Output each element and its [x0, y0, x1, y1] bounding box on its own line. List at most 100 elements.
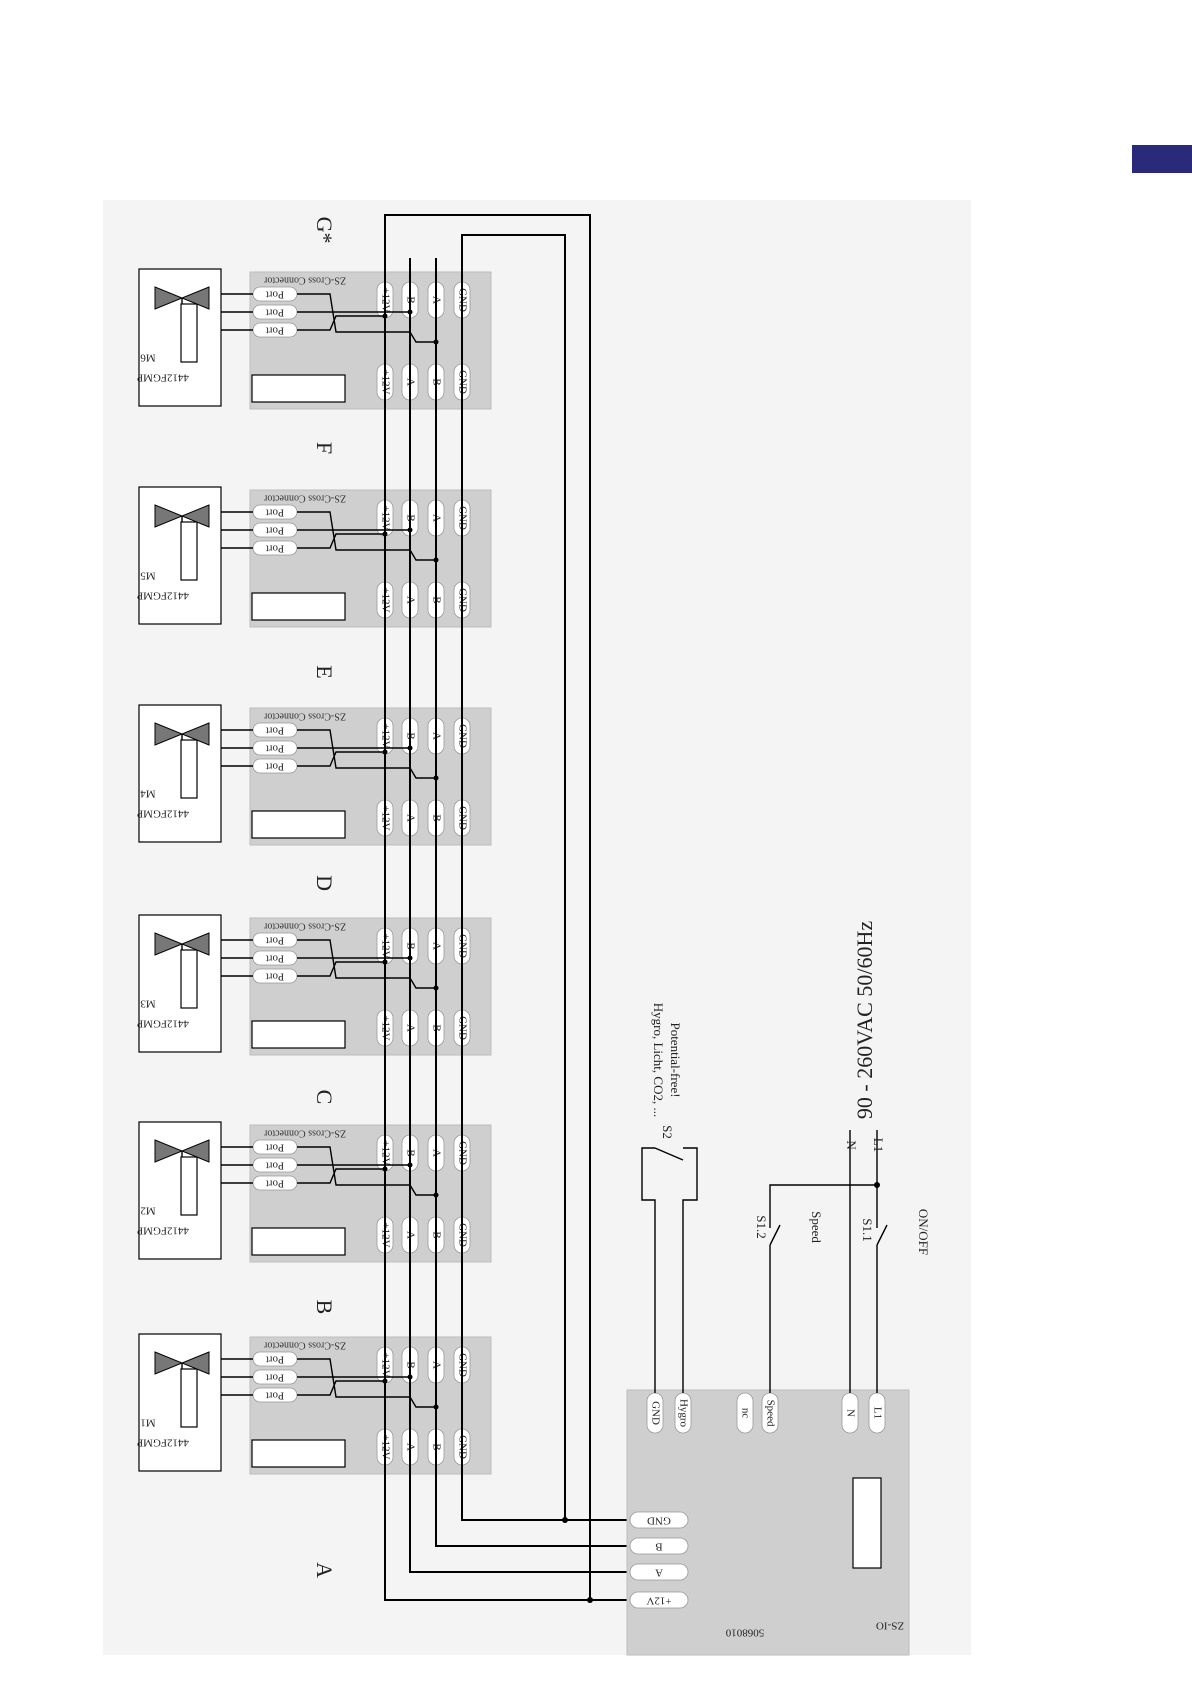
valve-shape [154, 722, 184, 746]
n-label: N [844, 1140, 859, 1150]
section-letter-g*: G* [312, 217, 337, 244]
junction-dot [874, 1182, 880, 1188]
connector-title: ZS-Cross Connector [263, 921, 346, 932]
s2-wire [641, 1147, 656, 1393]
valve-shape [154, 504, 184, 528]
port-label: Port [266, 524, 284, 536]
motor-name: M6 [140, 351, 156, 363]
valve-shape [180, 1351, 210, 1375]
motor-coil [180, 1156, 198, 1216]
motor-name: M4 [140, 787, 156, 799]
controller-bus-label: +12V [646, 1594, 671, 1606]
bus-to-controller [409, 1475, 627, 1573]
s11-contact [876, 1224, 888, 1246]
port-bus-wire [297, 961, 385, 977]
controller-top-label: L1 [871, 1407, 883, 1419]
section-letter-e: E [312, 665, 337, 678]
controller-bus-label: A [655, 1566, 663, 1578]
port-bus-wire [297, 751, 385, 767]
port-bus-wire [297, 1168, 385, 1184]
port-bus-wire [297, 1380, 385, 1396]
controller-top-label: GND [649, 1401, 661, 1425]
connector-title: ZS-Cross Connector [263, 275, 346, 286]
s12-wire [769, 1184, 878, 1228]
motor-model: 4412FGMP [137, 589, 189, 601]
port-label: Port [266, 952, 284, 964]
motor-coil [180, 1368, 198, 1428]
s2-note-1: Hygro, Licht, CO2, ... [651, 1003, 666, 1117]
valve-shape [180, 932, 210, 956]
motor-name: M5 [140, 569, 156, 581]
label-box [251, 1439, 346, 1468]
port-label: Port [266, 1371, 284, 1383]
section-letter-a: A [312, 1562, 337, 1578]
port-label: Port [266, 1141, 284, 1153]
controller-bus-pill [629, 1511, 689, 1529]
controller-top-label: Hygro [677, 1399, 689, 1428]
port-label: Port [266, 1353, 284, 1365]
label-box [251, 592, 346, 621]
port-bus-wire [297, 533, 385, 549]
controller-top-label: Speed [764, 1400, 776, 1427]
motor-model: 4412FGMP [137, 1017, 189, 1029]
port-label: Port [266, 970, 284, 982]
controller-bus-pill [629, 1537, 689, 1555]
motor-model: 4412FGMP [137, 1224, 189, 1236]
controller-top-pill [736, 1392, 754, 1434]
s11-sublabel: ON/OFF [916, 1209, 931, 1255]
port-bus-wire [297, 293, 436, 343]
motor-model: 4412FGMP [137, 807, 189, 819]
label-box [251, 374, 346, 403]
port-label: Port [266, 742, 284, 754]
connector-title: ZS-Cross Connector [263, 1340, 346, 1351]
port-label: Port [266, 724, 284, 736]
motor-coil [180, 303, 198, 363]
port-label: Port [266, 1389, 284, 1401]
port-bus-wire [297, 1358, 436, 1408]
motor-coil [180, 521, 198, 581]
s2-note-2: Potential-free! [668, 1022, 683, 1097]
connector-title: ZS-Cross Connector [263, 493, 346, 504]
valve-shape [154, 1139, 184, 1163]
s2-wire [682, 1147, 698, 1393]
section-letter-c: C [312, 1090, 337, 1105]
controller-bus-label: GND [647, 1514, 671, 1526]
port-bus-wire [297, 729, 436, 779]
controller-code: 5068010 [725, 1626, 764, 1638]
mains-label: 90 - 260VAC 50/60Hz [852, 921, 877, 1119]
valve-shape [154, 1351, 184, 1375]
valve-shape [154, 932, 184, 956]
port-label: Port [266, 542, 284, 554]
bus-return-gnd [461, 234, 566, 1520]
motor-name: M1 [140, 1416, 155, 1428]
port-bus-wire [297, 315, 385, 331]
s12-sublabel: Speed [809, 1211, 824, 1243]
section-letter-b: B [312, 1300, 337, 1315]
s11-label: S1.1 [860, 1218, 875, 1241]
connector-title: ZS-Cross Connector [263, 1128, 346, 1139]
corner-tab [1132, 145, 1192, 173]
section-letter-d: D [312, 875, 337, 891]
s12-label: S1.2 [754, 1215, 769, 1238]
port-bus-wire [297, 939, 436, 989]
controller-top-label: nc [739, 1408, 751, 1419]
port-label: Port [266, 1159, 284, 1171]
port-label: Port [266, 288, 284, 300]
label-box [251, 810, 346, 839]
valve-shape [154, 286, 184, 310]
port-bus-wire [297, 511, 436, 561]
port-label: Port [266, 1177, 284, 1189]
motor-coil [180, 949, 198, 1009]
controller-bus-label: B [655, 1540, 662, 1552]
bus-layer [384, 214, 627, 1603]
port-label: Port [266, 506, 284, 518]
controller-label-box [852, 1477, 882, 1569]
s12-contact [769, 1224, 781, 1246]
label-box [251, 1227, 346, 1256]
connector-title: ZS-Cross Connector [263, 711, 346, 722]
